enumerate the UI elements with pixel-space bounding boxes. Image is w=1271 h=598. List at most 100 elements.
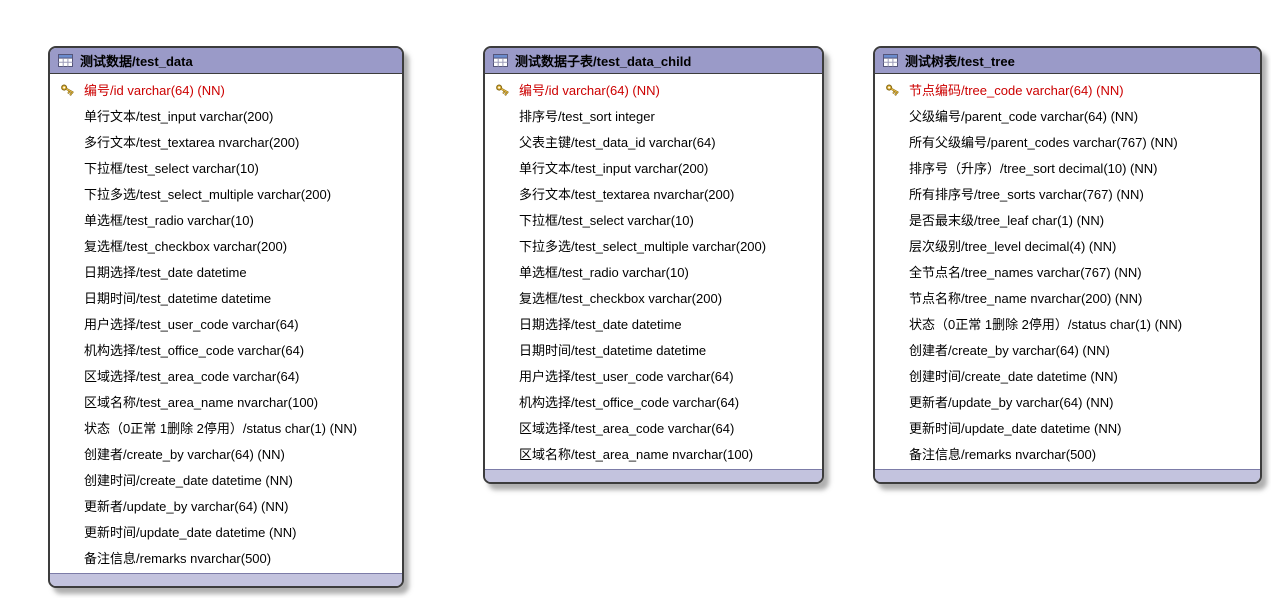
table-title: 测试数据子表/test_data_child xyxy=(515,54,692,69)
field-row[interactable]: 用户选择/test_user_code varchar(64) xyxy=(485,362,822,388)
table-entity[interactable]: 测试数据/test_data 编号/id varchar(64) (NN) 单行文… xyxy=(48,46,404,588)
field-row[interactable]: 单行文本/test_input varchar(200) xyxy=(485,154,822,180)
field-label: 全节点名/tree_names varchar(767) (NN) xyxy=(909,264,1142,280)
table-header[interactable]: 测试数据子表/test_data_child xyxy=(485,48,822,74)
field-row[interactable]: 单选框/test_radio varchar(10) xyxy=(50,206,402,232)
field-row[interactable]: 备注信息/remarks nvarchar(500) xyxy=(875,440,1260,466)
field-row[interactable]: 创建者/create_by varchar(64) (NN) xyxy=(875,336,1260,362)
table-footer xyxy=(485,469,822,482)
field-row[interactable]: 所有排序号/tree_sorts varchar(767) (NN) xyxy=(875,180,1260,206)
field-row[interactable]: 层次级别/tree_level decimal(4) (NN) xyxy=(875,232,1260,258)
field-row[interactable]: 是否最末级/tree_leaf char(1) (NN) xyxy=(875,206,1260,232)
field-label: 创建者/create_by varchar(64) (NN) xyxy=(909,342,1110,358)
field-row[interactable]: 更新者/update_by varchar(64) (NN) xyxy=(50,492,402,518)
field-row[interactable]: 下拉框/test_select varchar(10) xyxy=(485,206,822,232)
field-label: 节点名称/tree_name nvarchar(200) (NN) xyxy=(909,290,1143,306)
field-label: 创建时间/create_date datetime (NN) xyxy=(84,472,293,488)
field-row[interactable]: 排序号/test_sort integer xyxy=(485,102,822,128)
gold-key-icon xyxy=(485,81,519,98)
field-label: 所有排序号/tree_sorts varchar(767) (NN) xyxy=(909,186,1144,202)
field-row[interactable]: 用户选择/test_user_code varchar(64) xyxy=(50,310,402,336)
field-label: 多行文本/test_textarea nvarchar(200) xyxy=(84,134,300,150)
field-label: 创建时间/create_date datetime (NN) xyxy=(909,368,1118,384)
field-row[interactable]: 日期选择/test_date datetime xyxy=(485,310,822,336)
field-label: 复选框/test_checkbox varchar(200) xyxy=(519,290,723,306)
field-label: 排序号（升序）/tree_sort decimal(10) (NN) xyxy=(909,160,1158,176)
field-label: 区域选择/test_area_code varchar(64) xyxy=(519,420,735,436)
gold-key-icon xyxy=(50,81,84,98)
table-field-list: 编号/id varchar(64) (NN)排序号/test_sort inte… xyxy=(485,74,822,469)
field-label: 更新者/update_by varchar(64) (NN) xyxy=(909,394,1114,410)
table-entity[interactable]: 测试数据子表/test_data_child 编号/id varchar(64)… xyxy=(483,46,824,484)
field-row[interactable]: 复选框/test_checkbox varchar(200) xyxy=(485,284,822,310)
field-row[interactable]: 单行文本/test_input varchar(200) xyxy=(50,102,402,128)
field-row[interactable]: 备注信息/remarks nvarchar(500) xyxy=(50,544,402,570)
field-row[interactable]: 状态（0正常 1删除 2停用）/status char(1) (NN) xyxy=(50,414,402,440)
table-field-list: 编号/id varchar(64) (NN) 单行文本/test_input va… xyxy=(50,74,402,573)
field-row[interactable]: 区域选择/test_area_code varchar(64) xyxy=(50,362,402,388)
field-row[interactable]: 多行文本/test_textarea nvarchar(200) xyxy=(50,128,402,154)
field-label: 下拉框/test_select varchar(10) xyxy=(519,212,694,228)
field-label: 用户选择/test_user_code varchar(64) xyxy=(84,316,299,332)
field-row[interactable]: 区域选择/test_area_code varchar(64) xyxy=(485,414,822,440)
table-footer xyxy=(50,573,402,586)
field-label: 状态（0正常 1删除 2停用）/status char(1) (NN) xyxy=(909,316,1183,332)
field-label: 单选框/test_radio varchar(10) xyxy=(84,212,254,228)
field-row-primary-key[interactable]: 编号/id varchar(64) (NN) xyxy=(50,76,402,102)
field-label: 复选框/test_checkbox varchar(200) xyxy=(84,238,288,254)
field-row[interactable]: 创建时间/create_date datetime (NN) xyxy=(875,362,1260,388)
field-label: 层次级别/tree_level decimal(4) (NN) xyxy=(909,238,1117,254)
field-label: 编号/id varchar(64) (NN) xyxy=(84,82,225,98)
field-label: 单行文本/test_input varchar(200) xyxy=(84,108,274,124)
table-header[interactable]: 测试数据/test_data xyxy=(50,48,402,74)
field-label: 状态（0正常 1删除 2停用）/status char(1) (NN) xyxy=(84,420,358,436)
field-row[interactable]: 父级编号/parent_code varchar(64) (NN) xyxy=(875,102,1260,128)
field-row[interactable]: 全节点名/tree_names varchar(767) (NN) xyxy=(875,258,1260,284)
field-label: 备注信息/remarks nvarchar(500) xyxy=(909,446,1097,462)
field-label: 区域名称/test_area_name nvarchar(100) xyxy=(84,394,319,410)
field-row[interactable]: 区域名称/test_area_name nvarchar(100) xyxy=(50,388,402,414)
field-row[interactable]: 所有父级编号/parent_codes varchar(767) (NN) xyxy=(875,128,1260,154)
field-row[interactable]: 排序号（升序）/tree_sort decimal(10) (NN) xyxy=(875,154,1260,180)
table-title: 测试树表/test_tree xyxy=(905,54,1015,69)
field-row-primary-key[interactable]: 编号/id varchar(64) (NN) xyxy=(485,76,822,102)
field-row[interactable]: 下拉多选/test_select_multiple varchar(200) xyxy=(50,180,402,206)
field-row[interactable]: 单选框/test_radio varchar(10) xyxy=(485,258,822,284)
field-label: 所有父级编号/parent_codes varchar(767) (NN) xyxy=(909,134,1178,150)
field-row[interactable]: 日期时间/test_datetime datetime xyxy=(485,336,822,362)
table-header[interactable]: 测试树表/test_tree xyxy=(875,48,1260,74)
table-grid-icon xyxy=(883,54,898,67)
field-row[interactable]: 创建时间/create_date datetime (NN) xyxy=(50,466,402,492)
field-row[interactable]: 更新时间/update_date datetime (NN) xyxy=(875,414,1260,440)
field-label: 单行文本/test_input varchar(200) xyxy=(519,160,709,176)
field-row[interactable]: 状态（0正常 1删除 2停用）/status char(1) (NN) xyxy=(875,310,1260,336)
table-field-list: 节点编码/tree_code varchar(64) (NN) 父级编号/pare… xyxy=(875,74,1260,469)
field-label: 更新时间/update_date datetime (NN) xyxy=(909,420,1122,436)
field-label: 多行文本/test_textarea nvarchar(200) xyxy=(519,186,735,202)
field-row[interactable]: 复选框/test_checkbox varchar(200) xyxy=(50,232,402,258)
table-entity[interactable]: 测试树表/test_tree 节点编码/tree_code varchar(64… xyxy=(873,46,1262,484)
field-row[interactable]: 下拉多选/test_select_multiple varchar(200) xyxy=(485,232,822,258)
table-footer xyxy=(875,469,1260,482)
field-row-primary-key[interactable]: 节点编码/tree_code varchar(64) (NN) xyxy=(875,76,1260,102)
gold-key-icon xyxy=(875,81,909,98)
field-row[interactable]: 父表主键/test_data_id varchar(64) xyxy=(485,128,822,154)
field-label: 日期选择/test_date datetime xyxy=(519,316,682,332)
field-row[interactable]: 创建者/create_by varchar(64) (NN) xyxy=(50,440,402,466)
field-label: 父级编号/parent_code varchar(64) (NN) xyxy=(909,108,1139,124)
field-label: 下拉多选/test_select_multiple varchar(200) xyxy=(519,238,767,254)
field-row[interactable]: 日期时间/test_datetime datetime xyxy=(50,284,402,310)
field-row[interactable]: 机构选择/test_office_code varchar(64) xyxy=(50,336,402,362)
field-row[interactable]: 区域名称/test_area_name nvarchar(100) xyxy=(485,440,822,466)
field-row[interactable]: 机构选择/test_office_code varchar(64) xyxy=(485,388,822,414)
field-row[interactable]: 多行文本/test_textarea nvarchar(200) xyxy=(485,180,822,206)
field-row[interactable]: 节点名称/tree_name nvarchar(200) (NN) xyxy=(875,284,1260,310)
table-title: 测试数据/test_data xyxy=(80,54,193,69)
field-row[interactable]: 更新时间/update_date datetime (NN) xyxy=(50,518,402,544)
field-label: 创建者/create_by varchar(64) (NN) xyxy=(84,446,285,462)
field-row[interactable]: 日期选择/test_date datetime xyxy=(50,258,402,284)
field-row[interactable]: 下拉框/test_select varchar(10) xyxy=(50,154,402,180)
field-label: 机构选择/test_office_code varchar(64) xyxy=(519,394,740,410)
field-row[interactable]: 更新者/update_by varchar(64) (NN) xyxy=(875,388,1260,414)
